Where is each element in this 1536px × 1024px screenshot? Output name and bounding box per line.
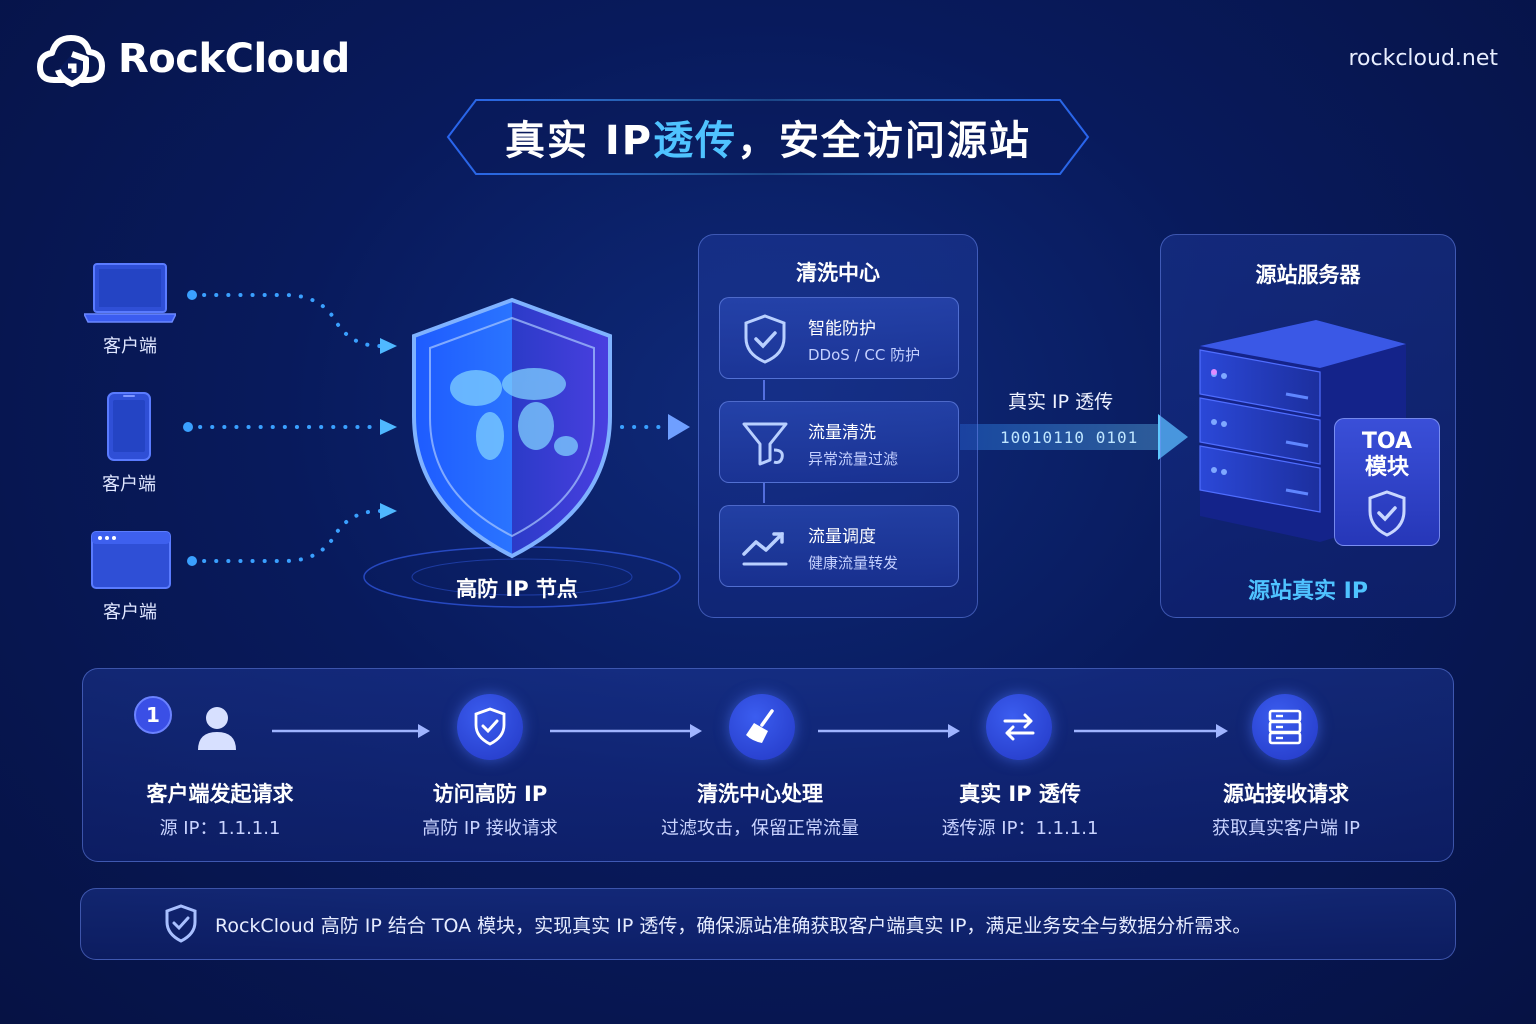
- toa-line-2: 模块: [1364, 455, 1409, 480]
- step-2-circle: [457, 694, 523, 760]
- world-shield-icon[interactable]: [406, 296, 618, 560]
- feature-traffic-scheduling[interactable]: 流量调度 健康流量转发: [719, 505, 959, 587]
- page-title: 真实 IP 透传 ，安全访问源站: [446, 98, 1090, 176]
- step-4-sub: 透传源 IP：1.1.1.1: [941, 818, 1099, 839]
- title-part-2: ，安全访问源站: [737, 118, 1032, 164]
- laptop-icon: [84, 263, 176, 323]
- step-3-title: 清洗中心处理: [697, 782, 823, 806]
- server-icon: [1268, 709, 1302, 745]
- step-number-badge: 1: [134, 696, 172, 734]
- toa-line-1: TOA: [1361, 429, 1413, 454]
- trend-up-icon: [742, 532, 788, 566]
- footer-text: RockCloud 高防 IP 结合 TOA 模块，实现真实 IP 透传，确保源…: [215, 914, 1252, 937]
- arrow-head-bottom: [380, 503, 397, 519]
- step-4-title: 真实 IP 透传: [959, 782, 1081, 806]
- cloud-shield-icon: [37, 35, 105, 87]
- title-frame: [446, 99, 1090, 175]
- site-url[interactable]: rockcloud.net: [1348, 46, 1498, 71]
- flow-line-bottom: [190, 509, 382, 563]
- step-1-title: 客户端发起请求: [146, 782, 294, 806]
- arrow-head-top: [380, 338, 397, 354]
- broom-icon: [746, 709, 774, 743]
- client-label: 客户端: [103, 602, 157, 623]
- shield-check-icon: [744, 314, 786, 364]
- flow-line-top: [190, 293, 382, 348]
- toa-module[interactable]: TOA 模块: [1334, 418, 1440, 546]
- step-5-sub: 获取真实客户端 IP: [1212, 818, 1360, 839]
- client-label: 客户端: [103, 336, 157, 357]
- footer-banner: RockCloud 高防 IP 结合 TOA 模块，实现真实 IP 透传，确保源…: [80, 888, 1456, 960]
- shield-check-icon: [474, 707, 506, 746]
- brand-logo[interactable]: RockCloud: [36, 30, 350, 88]
- transfer-label: 真实 IP 透传: [1008, 391, 1114, 413]
- step-1-icon-wrap: [184, 694, 250, 764]
- cleaning-center-title: 清洗中心: [796, 261, 880, 285]
- client-browser[interactable]: 客户端: [84, 530, 176, 624]
- feature-title: 智能防护: [808, 319, 876, 339]
- shield-check-icon: [1368, 490, 1406, 537]
- client-label: 客户端: [102, 474, 156, 495]
- origin-real-ip: 源站真实 IP: [1248, 579, 1368, 604]
- step-2-sub: 高防 IP 接收请求: [422, 818, 558, 839]
- cleaning-center-panel: 清洗中心 智能防护 DDoS / CC 防护 流量清洗 异常流量过滤 流量调度 …: [698, 234, 978, 618]
- feature-smart-protection[interactable]: 智能防护 DDoS / CC 防护: [719, 297, 959, 379]
- step-2-title: 访问高防 IP: [432, 782, 548, 806]
- title-highlight: 透传: [653, 118, 738, 164]
- transfer-binary: 10010110 0101: [1000, 428, 1139, 447]
- brand-name: RockCloud: [118, 36, 350, 82]
- shield-node-label: 高防 IP 节点: [456, 577, 578, 601]
- feature-traffic-cleaning[interactable]: 流量清洗 异常流量过滤: [719, 401, 959, 483]
- arrow-head-mid: [380, 419, 397, 435]
- filter-icon: [742, 422, 788, 466]
- step-4-circle: [986, 694, 1052, 760]
- feature-sub: 异常流量过滤: [808, 450, 899, 468]
- arrow-head-center: [668, 414, 690, 440]
- origin-server-title: 源站服务器: [1255, 263, 1361, 287]
- title-part-1: 真实 IP: [504, 118, 654, 164]
- client-laptop[interactable]: 客户端: [84, 262, 176, 358]
- swap-arrows-icon: [1003, 713, 1035, 741]
- user-icon: [198, 707, 236, 750]
- step-5-title: 源站接收请求: [1223, 782, 1349, 806]
- feature-sub: DDoS / CC 防护: [808, 346, 921, 364]
- feature-title: 流量清洗: [808, 423, 876, 443]
- browser-window-icon: [91, 531, 171, 589]
- step-3-sub: 过滤攻击，保留正常流量: [661, 818, 859, 839]
- client-phone[interactable]: 客户端: [99, 392, 159, 496]
- step-5-circle: [1252, 694, 1318, 760]
- feature-title: 流量调度: [808, 527, 876, 547]
- step-1-sub: 源 IP：1.1.1.1: [159, 818, 281, 839]
- phone-icon: [107, 392, 151, 461]
- shield-check-icon: [165, 904, 197, 943]
- step-3-circle: [729, 694, 795, 760]
- feature-sub: 健康流量转发: [808, 554, 899, 572]
